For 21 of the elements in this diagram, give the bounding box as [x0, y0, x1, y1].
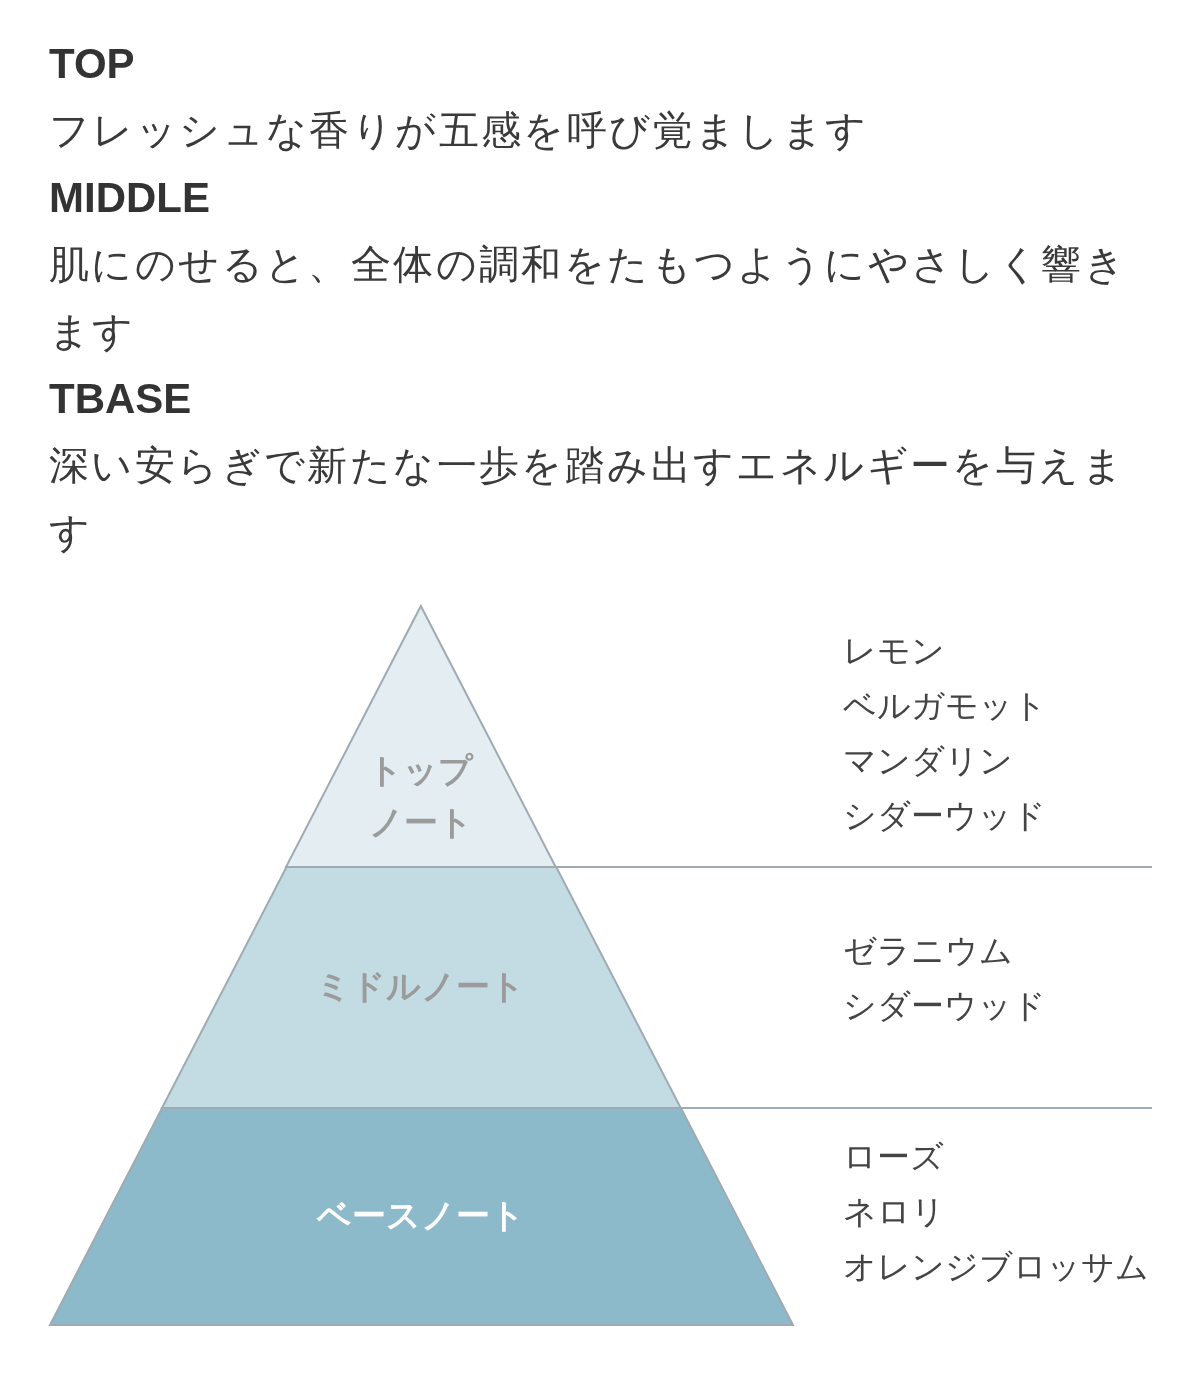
ingredient-text: オレンジブロッサム: [843, 1246, 1149, 1288]
ingredient-text: ベルガモット: [843, 685, 1047, 727]
ingredient-text: ローズ: [843, 1136, 944, 1178]
tier-label: ミドルノート: [316, 965, 526, 1008]
description-text: フレッシュな香りが五感を呼び覚まします: [49, 106, 869, 155]
pyramid-tier: [49, 1108, 793, 1325]
pyramid-tier-triangle: [286, 606, 556, 867]
ingredient-text: シダーウッド: [843, 985, 1046, 1027]
ingredient-text: マンダリン: [843, 740, 1013, 782]
description-text: 肌にのせると、全体の調和をたもつようにやさしく響きます: [49, 240, 1128, 356]
ingredient-text: ゼラニウム: [843, 930, 1013, 972]
section-heading: MIDDLE: [49, 173, 210, 223]
section-heading: TBASE: [49, 374, 192, 424]
section-heading: TOP: [49, 39, 135, 89]
ingredient-text: レモン: [843, 630, 945, 672]
tier-label: トップノート: [367, 749, 475, 844]
tier-label: ベースノート: [317, 1194, 525, 1237]
ingredient-text: ネロリ: [843, 1191, 945, 1233]
description-text: 深い安らぎで新たな一歩を踏み出すエネルギーを与えます: [49, 441, 1126, 557]
ingredient-text: シダーウッド: [843, 795, 1046, 837]
pyramid-tier: [161, 867, 681, 1108]
